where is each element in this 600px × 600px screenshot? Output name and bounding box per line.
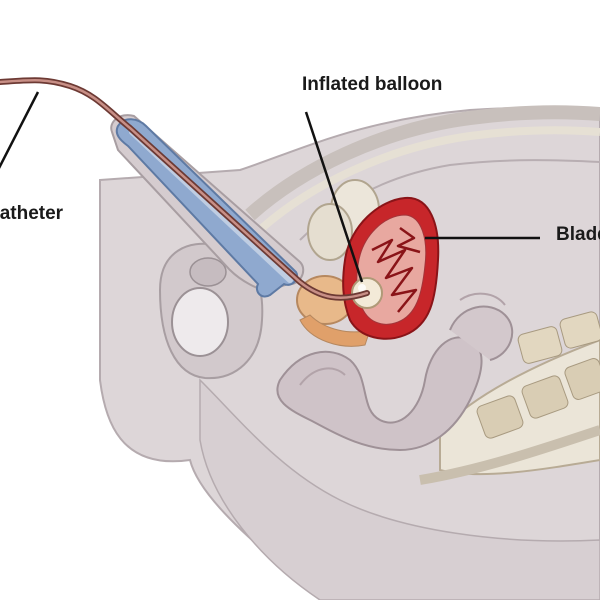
catheter-tube-highlight (0, 78, 369, 299)
bowel-loops (449, 292, 514, 361)
catheter-label: Catheter (0, 203, 64, 224)
inflated-balloon-label: Inflated balloon (302, 74, 443, 95)
testis (171, 287, 229, 357)
leader-line-balloon (304, 111, 364, 283)
scrotum (158, 242, 264, 380)
abdominal-wall (245, 105, 600, 221)
spinal-band (419, 425, 600, 485)
bladder-label: Bladder (556, 224, 600, 245)
leader-line-catheter (0, 91, 40, 169)
buttock-region (199, 378, 600, 600)
abdominal-wall-inner (259, 126, 600, 232)
bladder-folds (371, 226, 421, 313)
